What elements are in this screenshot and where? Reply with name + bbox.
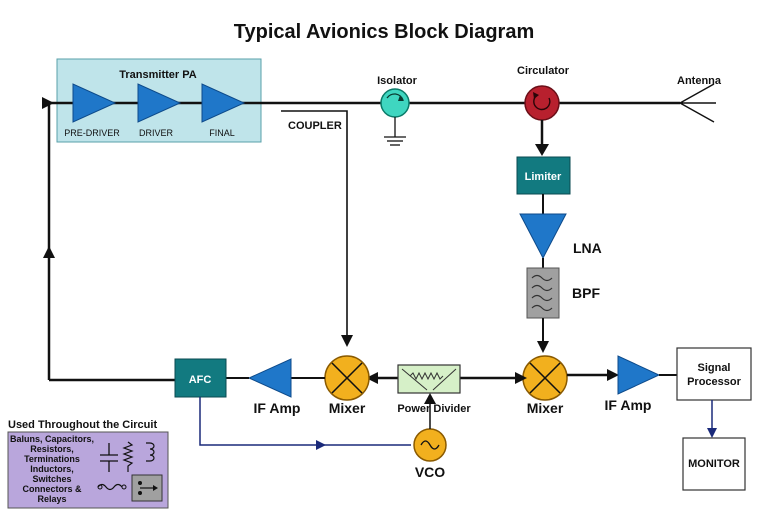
afc-to-vco-line xyxy=(199,397,411,446)
final-label: FINAL xyxy=(209,128,235,138)
legend-line-2: Resistors, xyxy=(30,444,74,454)
circulator-to-limiter-arrow xyxy=(535,144,549,156)
coupler-arrow xyxy=(341,335,353,347)
legend-line-4: Inductors, xyxy=(30,464,74,474)
right-if-amp-label: IF Amp xyxy=(605,397,652,413)
monitor-label: MONITOR xyxy=(688,458,740,470)
capacitor-icon xyxy=(100,443,118,472)
transmitter-pa-label: Transmitter PA xyxy=(119,69,196,81)
limiter-block xyxy=(516,156,571,195)
signal-processor-block xyxy=(676,347,752,401)
resistor-icon xyxy=(122,441,134,472)
power-divider-block xyxy=(397,364,461,394)
pre-driver-label: PRE-DRIVER xyxy=(64,128,120,138)
afc-block xyxy=(174,358,227,398)
antenna-icon xyxy=(679,83,716,123)
lna-amp-icon xyxy=(519,213,567,260)
circulator-label: Circulator xyxy=(517,65,570,77)
legend-line-1: Baluns, Capacitors, xyxy=(10,434,94,444)
coupler-label: COUPLER xyxy=(288,120,342,132)
diagram-title: Typical Avionics Block Diagram xyxy=(234,21,534,43)
monitor-block xyxy=(682,437,746,491)
afc-label: AFC xyxy=(189,374,212,386)
final-amp-icon xyxy=(201,83,246,123)
vco-label: VCO xyxy=(415,464,445,480)
signal-processor-label-line1: Signal xyxy=(697,362,730,374)
connector-end-left xyxy=(97,484,103,490)
limiter-label: Limiter xyxy=(525,171,562,183)
vco-to-power-divider-arrow xyxy=(424,393,436,404)
afc-to-vco-arrow xyxy=(316,440,326,450)
power-divider-leads-icon xyxy=(401,368,457,391)
circulator-icon xyxy=(524,85,560,121)
circulator-rotation-arrow-icon xyxy=(533,92,539,99)
left-mixer-cross-icon xyxy=(331,362,363,394)
legend-title: Used Throughout the Circuit xyxy=(8,419,157,431)
bpf-to-mixer-arrow xyxy=(537,341,549,353)
relay-contact-1 xyxy=(138,481,142,485)
legend-line-7: Relays xyxy=(37,494,66,504)
legend-line-6: Connectors & xyxy=(22,484,82,494)
bpf-filter-icon xyxy=(531,274,553,312)
isolator-rotation-arrow-icon xyxy=(398,95,404,101)
pre-driver-amp-icon xyxy=(72,83,117,123)
legend-line-3: Terminations xyxy=(24,454,80,464)
lna-label: LNA xyxy=(573,240,602,256)
power-divider-resistor-icon xyxy=(409,371,444,381)
power-divider-to-right-mixer-arrow xyxy=(515,372,527,384)
right-mixer-label: Mixer xyxy=(527,400,564,416)
inductor-icon xyxy=(146,442,155,462)
coupler-line xyxy=(281,110,348,343)
vco-sine-icon xyxy=(420,440,440,450)
bpf-block xyxy=(526,267,560,319)
relay-contact-2 xyxy=(138,491,142,495)
driver-amp-icon xyxy=(137,83,182,123)
relay-arm-arrow xyxy=(153,485,158,491)
right-mixer-cross-icon xyxy=(529,362,561,394)
driver-label: DRIVER xyxy=(139,128,174,138)
feedback-arrow-up xyxy=(43,246,55,258)
signal-processor-label-line2: Processor xyxy=(687,376,742,388)
isolator-icon xyxy=(380,88,410,118)
signal-processor-to-monitor-arrow xyxy=(707,428,717,438)
legend-line-5: Switches xyxy=(32,474,71,484)
left-if-amp-label: IF Amp xyxy=(254,400,301,416)
bpf-label: BPF xyxy=(572,285,600,301)
right-if-amp-icon xyxy=(617,355,661,395)
power-divider-to-left-mixer-arrow xyxy=(366,372,378,384)
left-if-amp-icon xyxy=(247,358,292,398)
circulator-rotation-icon xyxy=(533,95,551,111)
mixer-to-if-amp-right-arrow xyxy=(607,369,619,381)
pa-input-arrow xyxy=(42,97,54,109)
connector-end-right xyxy=(121,484,127,490)
power-divider-label: Power Divider xyxy=(397,403,471,415)
connector-icon xyxy=(97,483,123,491)
isolator-label: Isolator xyxy=(377,75,417,87)
antenna-label: Antenna xyxy=(677,75,722,87)
left-mixer-label: Mixer xyxy=(329,400,366,416)
